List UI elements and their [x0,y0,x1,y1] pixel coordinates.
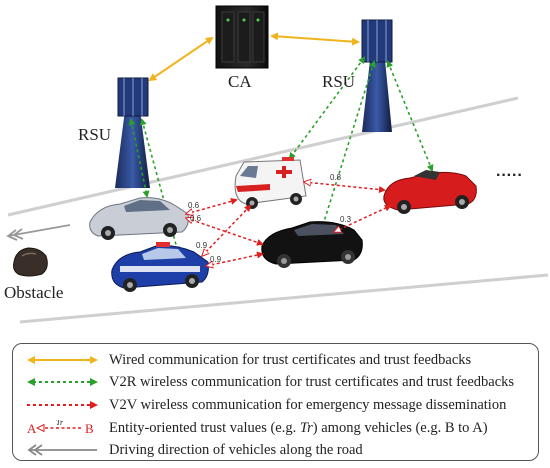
v2r-link-1 [128,118,150,198]
ambulance [234,157,307,209]
ca-server [215,5,269,69]
legend-item-v2r: V2R wireless communication for trust cer… [13,372,538,392]
legend-text-driving: Driving direction of vehicles along the … [109,442,363,458]
v2r-link-5 [386,60,434,172]
road-edge-bottom [19,273,549,324]
wired-link-ca-rsu-left [148,36,214,82]
rsu-tower-right [361,19,393,132]
trust-value-4: 0.3 [340,215,352,224]
v2r-arrow-icon [27,378,98,386]
driving-direction-arrow [6,224,71,241]
ca-label: CA [228,72,252,91]
v2v-link-police-black [206,254,262,266]
trust-symbol-tr: Tr [56,420,64,427]
rsu-left-label: RSU [78,125,112,144]
black-sedan [261,221,363,268]
police-car [111,242,209,292]
legend-item-v2v: V2V wireless communication for emergency… [13,395,538,415]
legend: Wired communication for trust certificat… [12,343,539,461]
wired-links [148,32,360,82]
driving-direction-icon [27,444,97,456]
trust-symbol-a: A [27,421,37,436]
red-convertible [383,170,477,214]
trust-value-2: 0.6 [190,214,202,223]
legend-text-v2r: V2R wireless communication for trust cer… [109,374,515,390]
more-vehicles-ellipsis: ····· [496,167,523,184]
trust-value-5: 0.9 [196,241,208,250]
legend-text-trust: Entity-oriented trust values (e.g. Tr) a… [109,420,488,436]
rsu-right-label: RSU [322,72,356,91]
v2r-link-4 [320,60,376,230]
trust-symbol-b: B [85,421,94,436]
v2v-arrow-icon [27,401,98,409]
wired-link-ca-rsu-right [270,32,360,46]
legend-item-driving: Driving direction of vehicles along the … [13,440,538,460]
legend-item-trust: A Tr B Entity-oriented trust values (e.g… [13,418,538,438]
v2v-link-police-ambulance [202,206,250,256]
trust-value-6: 0.9 [210,255,222,264]
legend-text-v2v: V2V wireless communication for emergency… [109,397,507,413]
trust-value-icon: A Tr B [27,420,94,436]
v2v-link-black-convertible [334,206,390,232]
v2v-links [186,182,390,266]
wired-arrow-icon [27,356,98,364]
legend-item-wired: Wired communication for trust certificat… [13,350,538,370]
obstacle-label: Obstacle [4,283,64,302]
trust-value-3: 0.8 [330,173,342,182]
trust-value-1: 0.6 [188,201,200,210]
v2v-link-ambulance-convertible [304,182,384,190]
obstacle-rock [13,247,48,277]
silver-sedan [89,197,189,240]
legend-text-wired: Wired communication for trust certificat… [109,352,472,368]
